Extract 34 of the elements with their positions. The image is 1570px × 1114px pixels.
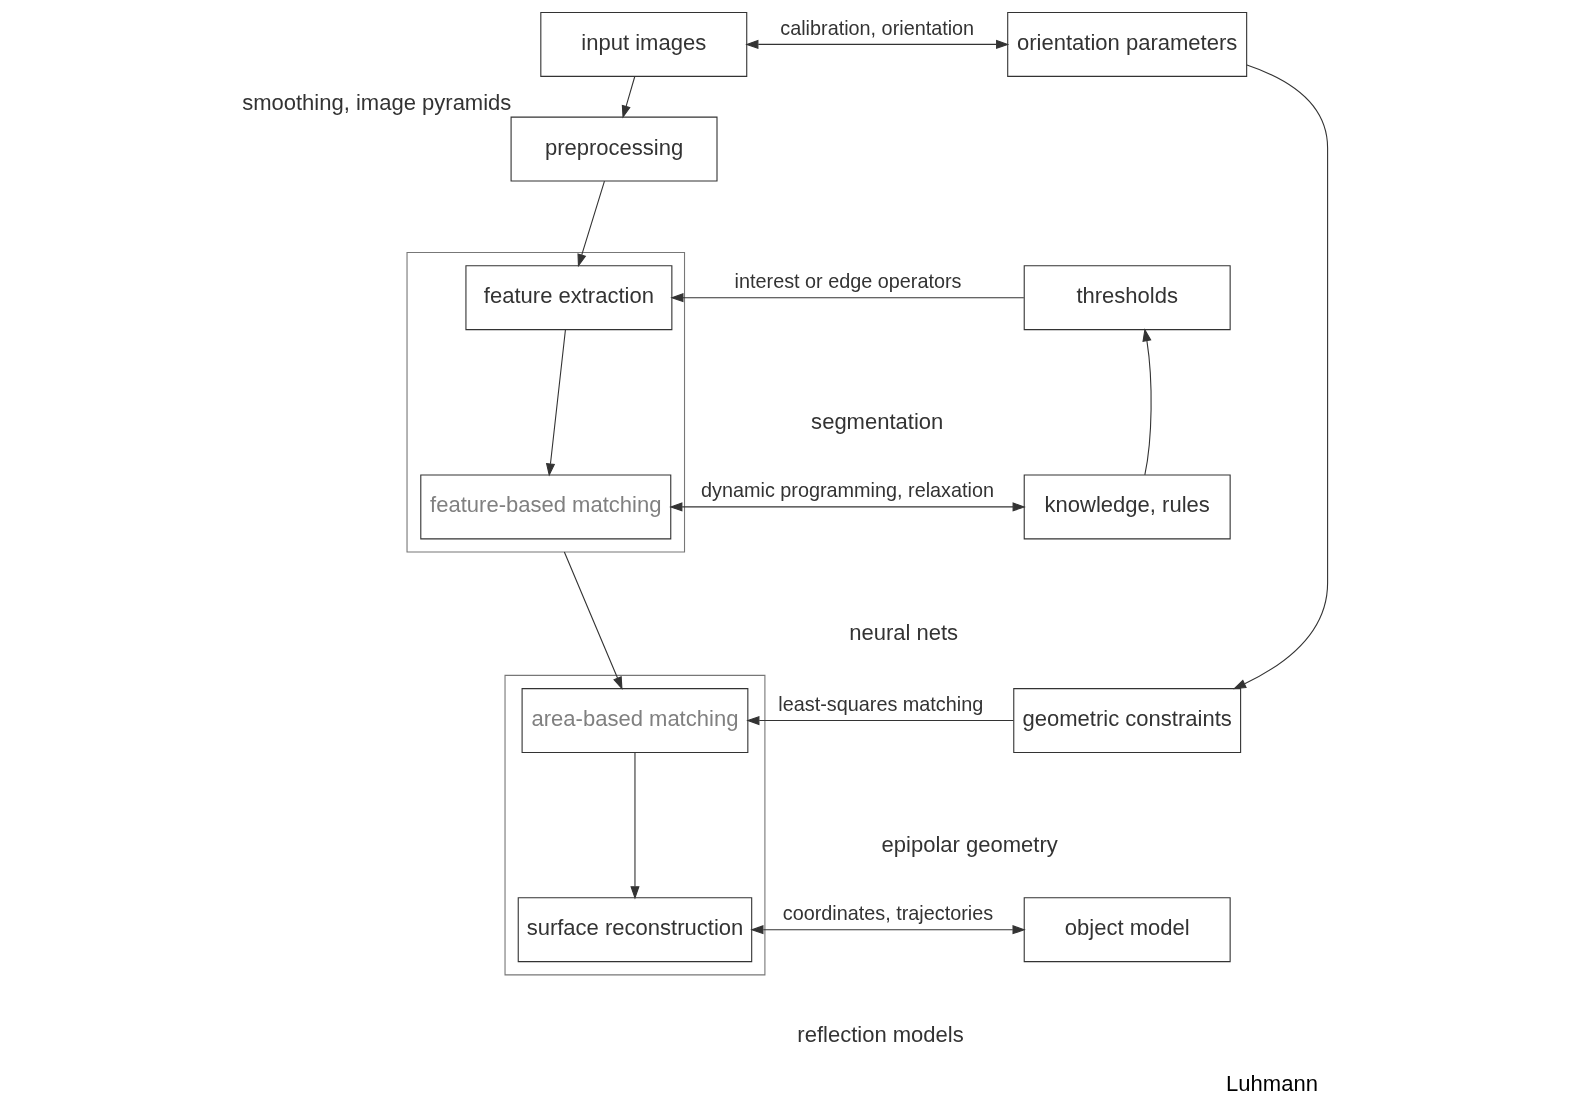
node-box: feature-based matching <box>420 474 672 540</box>
edge-label: interest or edge operators <box>734 270 962 293</box>
arrow <box>745 39 1010 50</box>
arrow <box>670 293 1025 303</box>
arrow <box>750 925 1026 935</box>
node-box: surface reconstruction <box>517 897 753 963</box>
node-box: knowledge, rules <box>1023 474 1231 540</box>
arrow <box>669 502 1026 512</box>
edge-label: coordinates, trajectories <box>782 902 994 925</box>
node-box: area-based matching <box>521 688 749 753</box>
arrow <box>545 329 566 477</box>
node-box: object model <box>1023 897 1231 963</box>
node-box: input images <box>540 11 748 77</box>
arrow <box>1142 328 1152 476</box>
node-box: geometric constraints <box>1013 688 1242 753</box>
arrow <box>746 715 1015 726</box>
label: reflection models <box>797 1022 964 1048</box>
caption: Luhmann <box>1226 1070 1318 1096</box>
edge-label: least-squares matching <box>778 693 984 716</box>
label: epipolar geometry <box>881 831 1058 857</box>
edge-label: dynamic programming, relaxation <box>701 479 994 502</box>
arrow <box>563 551 623 690</box>
node-box: feature extraction <box>465 265 673 331</box>
node-box: preprocessing <box>510 116 718 182</box>
edge-label: calibration, orientation <box>780 16 975 39</box>
arrow <box>577 180 605 268</box>
label: neural nets <box>849 620 959 646</box>
node-box: orientation parameters <box>1007 11 1248 77</box>
label: segmentation <box>811 408 944 434</box>
node-box: thresholds <box>1023 265 1231 331</box>
arrow <box>630 752 640 900</box>
node-label: smoothing, image pyramids <box>242 90 512 116</box>
arrow <box>1232 64 1329 690</box>
arrow <box>621 75 636 119</box>
